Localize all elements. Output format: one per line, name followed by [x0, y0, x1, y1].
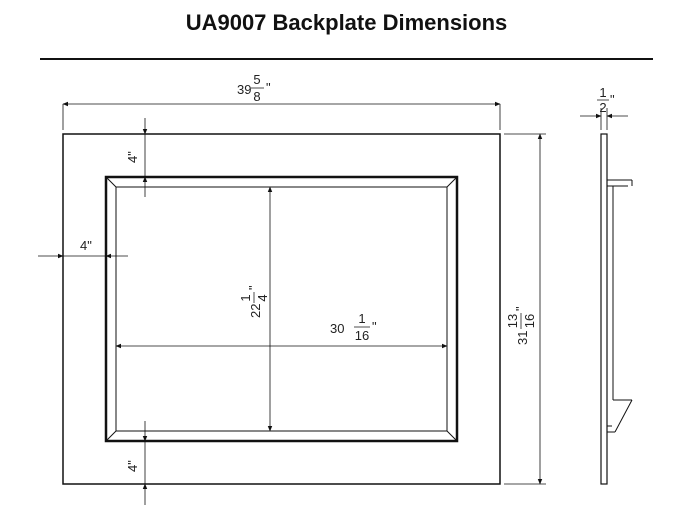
svg-text:8: 8: [253, 89, 260, 104]
svg-text:39: 39: [237, 82, 251, 97]
svg-text:22: 22: [248, 304, 263, 318]
bevel-corner-tr: [446, 176, 458, 188]
inner-opening-inner: [115, 186, 448, 432]
bottom-border-label: 4": [125, 460, 140, 472]
page-title: UA9007 Backplate Dimensions: [185, 10, 508, 35]
svg-text:30: 30: [330, 321, 344, 336]
svg-text:13: 13: [505, 314, 520, 328]
top-border-label: 4": [125, 151, 140, 163]
overall-height-label: 31 13 16 ": [505, 306, 537, 345]
svg-text:16: 16: [522, 314, 537, 328]
overall-width-label: 39 5 8 ": [237, 72, 271, 104]
svg-text:5: 5: [253, 72, 260, 87]
svg-text:1: 1: [238, 294, 253, 301]
svg-text:4: 4: [255, 294, 270, 301]
svg-text:1: 1: [599, 85, 606, 100]
outer-plate-outline: [62, 133, 501, 485]
inner-opening-outer: [104, 175, 459, 443]
left-border-label: 4": [80, 238, 92, 253]
svg-text:": ": [513, 306, 528, 311]
svg-text:": ": [610, 92, 615, 107]
svg-text:": ": [372, 319, 377, 334]
bevel-corner-br: [446, 430, 458, 442]
bevel-corner-bl: [105, 430, 117, 442]
svg-text:31: 31: [515, 331, 530, 345]
svg-text:1: 1: [358, 311, 365, 326]
svg-text:": ": [246, 285, 261, 290]
bevel-corner-tl: [105, 176, 117, 188]
side-view-plate: [600, 133, 608, 485]
svg-text:2: 2: [599, 100, 606, 115]
inner-height-label: 22 1 4 ": [238, 285, 270, 318]
svg-text:16: 16: [355, 328, 369, 343]
title-divider: [40, 58, 653, 60]
inner-width-label: 30 1 16 ": [330, 311, 377, 343]
svg-text:": ": [266, 80, 271, 95]
thickness-label: 1 2 ": [597, 85, 615, 115]
